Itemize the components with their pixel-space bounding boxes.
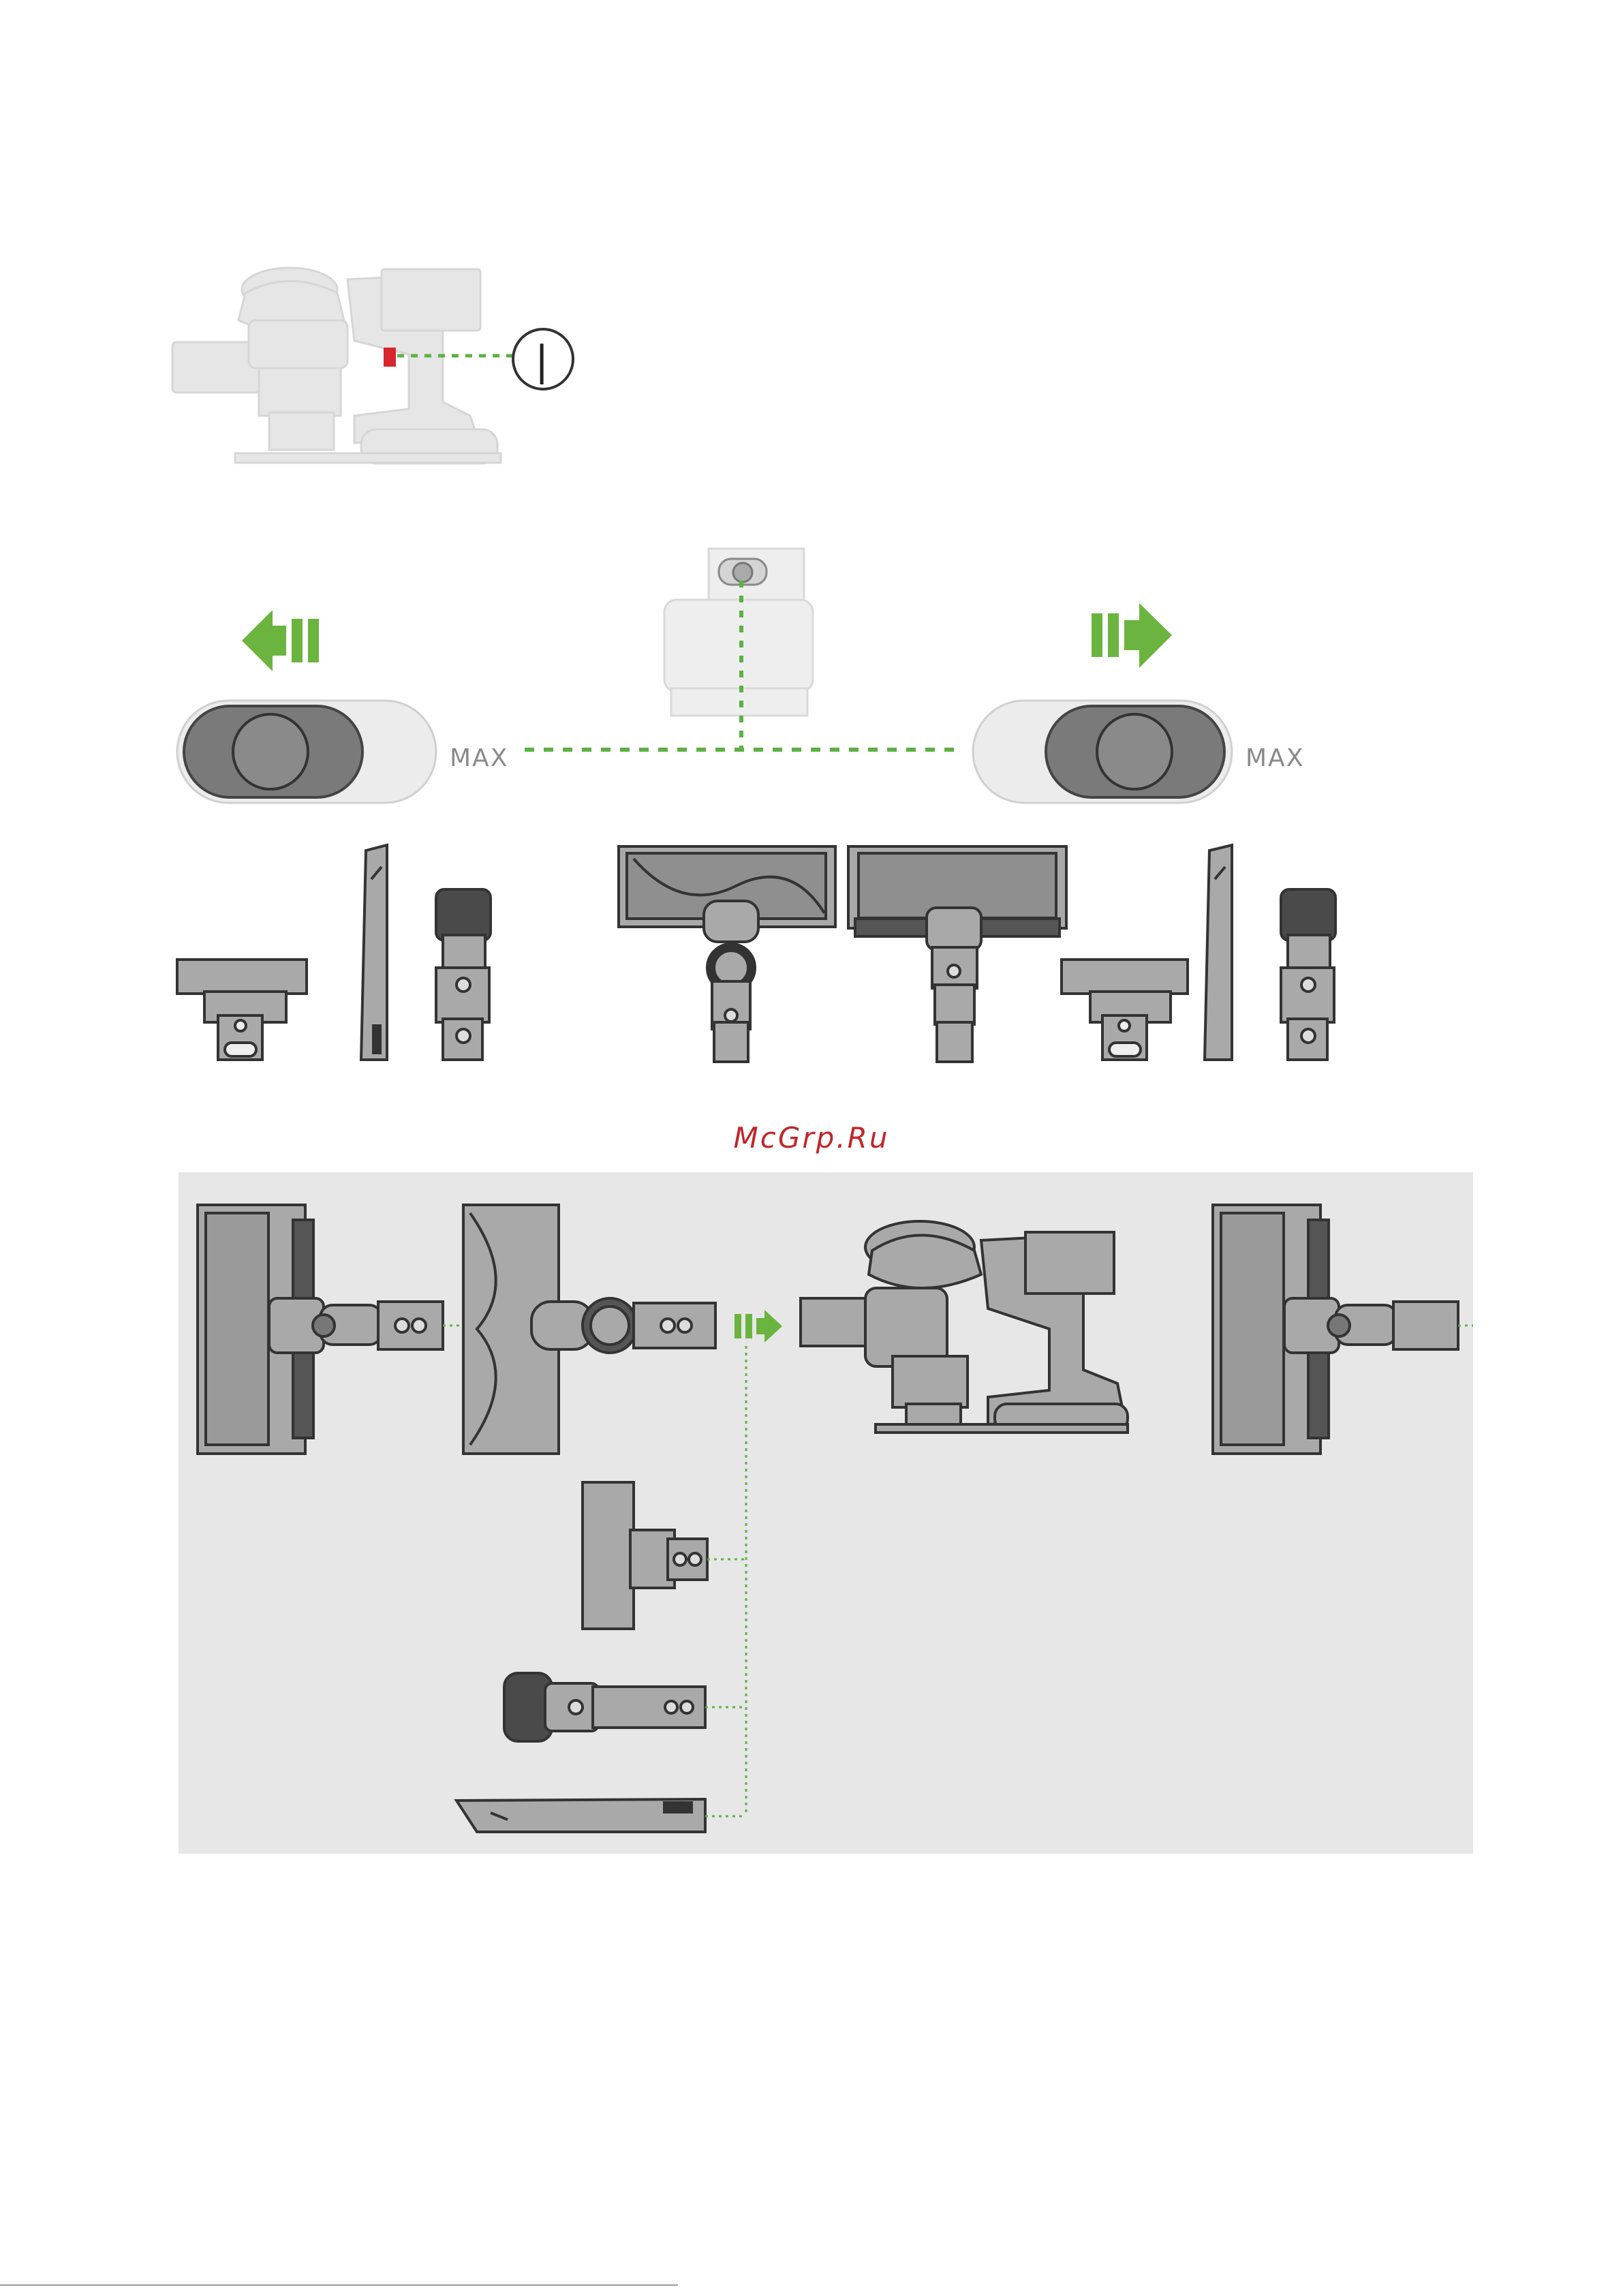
direct-drive-head	[463, 1205, 715, 1454]
vacuum-handheld-main	[801, 1221, 1128, 1433]
crevice-tool-panel	[457, 1799, 705, 1832]
combination-tool-panel	[583, 1482, 707, 1629]
arrow-right-icon	[735, 1310, 782, 1343]
soft-roller-head-right	[1213, 1205, 1458, 1454]
brush-tool-panel	[504, 1673, 705, 1741]
soft-roller-head-left	[198, 1205, 443, 1454]
footer-line	[0, 2284, 678, 2286]
attachment-diagram	[0, 0, 1623, 1908]
